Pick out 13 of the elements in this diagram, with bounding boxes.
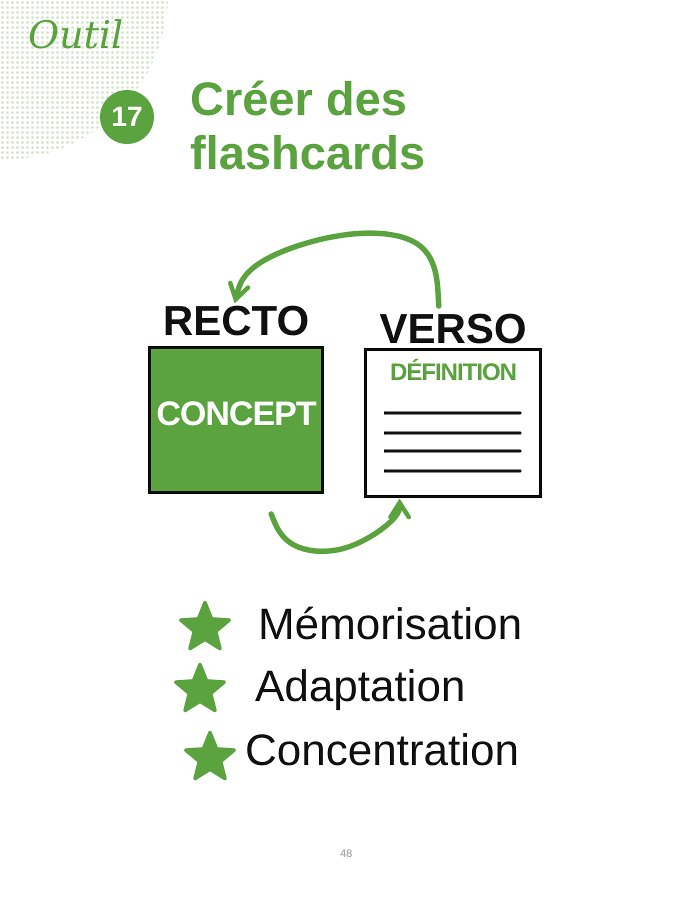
section-label: Outil [28,14,124,58]
page-number: 48 [340,848,352,861]
curved-arrow [268,500,411,554]
title: Créer des flashcards [190,72,426,180]
benefit-text: Adaptation [255,662,466,713]
card-heading: RECTO [162,298,310,344]
card-text: CONCEPT [155,395,318,434]
benefit-text: Mémorisation [258,600,522,651]
benefit-text: Concentration [245,726,519,777]
number-badge: 17 [100,90,154,144]
card-heading: VERSO [378,306,528,352]
curved-arrow [228,230,442,309]
card-text: DÉFINITION [389,359,517,387]
